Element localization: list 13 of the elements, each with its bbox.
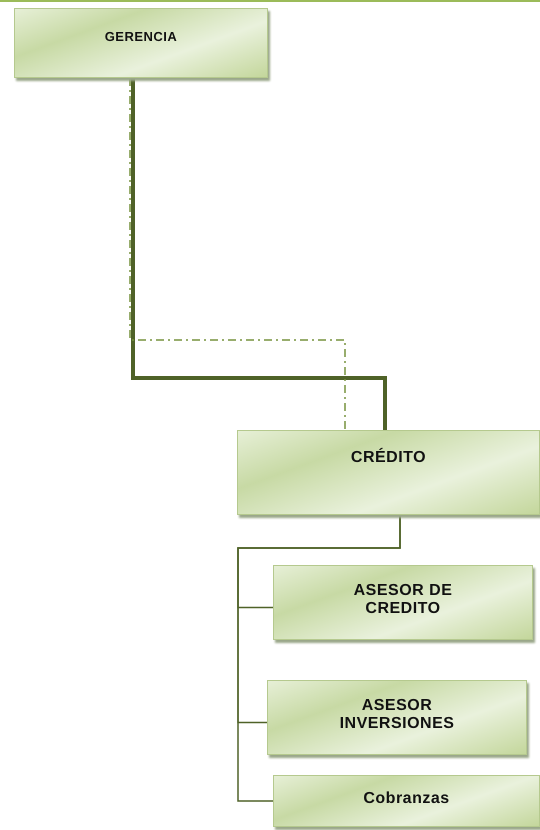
org-box: [273, 775, 540, 827]
dash-dot-connector: [129, 78, 346, 430]
org-box: [14, 8, 268, 78]
connector-line: [237, 515, 401, 802]
box-label: CRÉDITO: [350, 449, 428, 467]
box-label: ASESOR DE CREDITO: [352, 582, 454, 618]
org-box: [273, 565, 533, 640]
org-box: [267, 680, 527, 755]
org-box: [237, 430, 540, 515]
box-label: ASESOR INVERSIONES: [338, 697, 456, 733]
connector-line: [131, 78, 387, 430]
box-label: GERENCIA: [104, 29, 178, 44]
box-label: Cobranzas: [362, 790, 451, 808]
